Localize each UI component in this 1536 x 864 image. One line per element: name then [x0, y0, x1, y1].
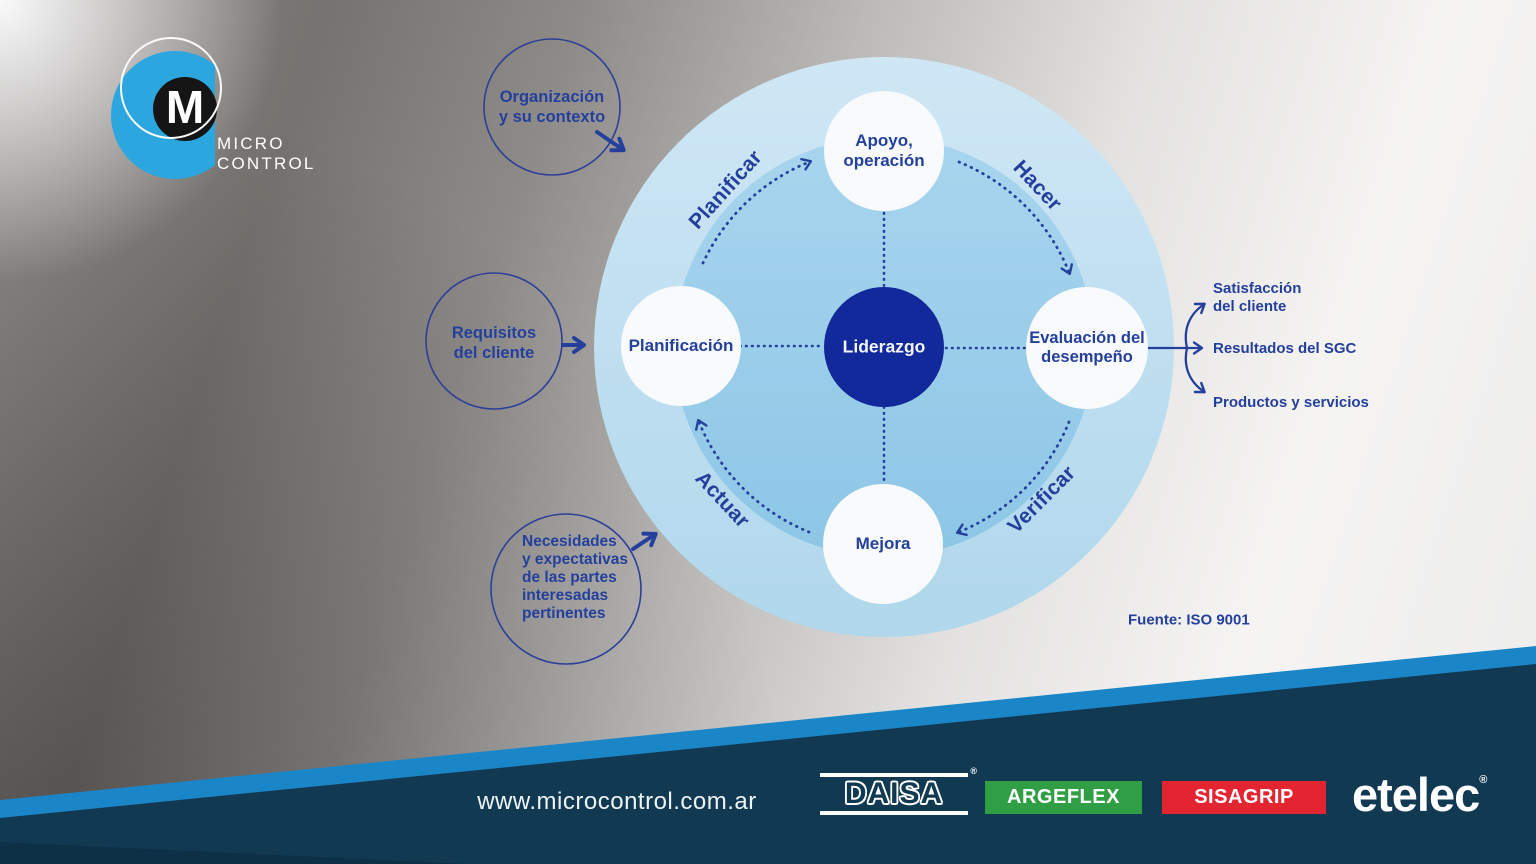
hub-label-liderazgo: Liderazgo	[842, 336, 926, 357]
source-note: Fuente: ISO 9001	[1128, 611, 1250, 629]
check-arc	[955, 420, 1071, 537]
logo-word-control: CONTROL	[217, 154, 316, 173]
sisagrip-logo: SISAGRIP	[1162, 781, 1326, 814]
node-label-apoyo: Apoyo, operación	[843, 131, 925, 170]
input-bubble-1-circle	[483, 38, 621, 176]
etelec-logo: etelec®	[1352, 767, 1487, 822]
etelec-wordmark: etelec	[1352, 768, 1480, 821]
act-arc	[694, 418, 811, 534]
output-bottom-arrow	[1184, 347, 1206, 394]
plan-arc	[701, 157, 813, 265]
do-arc	[957, 160, 1074, 276]
daisa-registered-mark: ®	[970, 766, 977, 776]
daisa-wordmark: DAISA	[844, 777, 944, 810]
node-evaluacion-circle	[1026, 287, 1148, 409]
footer-navy-band	[0, 663, 1536, 864]
hub-dotted-lines	[738, 211, 1028, 484]
logo-white-ring	[120, 37, 222, 139]
node-label-mejora: Mejora	[855, 534, 911, 553]
input-label-organizacion: Organización y su contexto	[498, 88, 606, 126]
output-label-satisfaccion: Satisfacción del cliente	[1213, 280, 1302, 315]
node-label-evaluacion: Evaluación del desempeño	[1029, 329, 1145, 366]
input-label-necesidades: Necesidades y expectativas de las partes…	[522, 533, 628, 622]
output-label-productos: Productos y servicios	[1213, 394, 1369, 411]
sisagrip-wordmark: SISAGRIP	[1194, 786, 1294, 808]
node-apoyo-circle	[824, 91, 944, 211]
logo-m-letter: M	[165, 80, 205, 133]
logo-word-micro: MICRO	[217, 134, 285, 153]
output-label-resultados: Resultados del SGC	[1213, 340, 1357, 357]
footer-dark-corner	[0, 842, 470, 864]
node-label-planificacion: Planificación	[628, 336, 734, 355]
node-planificacion-circle	[621, 286, 741, 406]
hub-circle	[824, 287, 944, 407]
input-bubble-3-circle	[490, 513, 642, 665]
input-arrow-1	[595, 130, 626, 153]
microcontrol-logo-mark	[111, 37, 222, 179]
daisa-logo: ® DAISA	[820, 766, 977, 815]
footer-blue-stripe	[0, 646, 1536, 818]
node-mejora-circle	[823, 484, 943, 604]
etelec-registered-mark: ®	[1479, 774, 1488, 786]
daisa-frame: DAISA	[820, 773, 968, 815]
input-arrow-3	[631, 531, 658, 551]
argeflex-wordmark: ARGEFLEX	[1007, 786, 1120, 808]
logo-black-circle	[153, 77, 217, 141]
input-bubble-2-circle	[425, 272, 563, 410]
input-label-requisitos: Requisitos del cliente	[451, 324, 537, 362]
output-top-arrow	[1184, 302, 1206, 349]
argeflex-logo: ARGEFLEX	[985, 781, 1142, 814]
website-url: www.microcontrol.com.ar	[477, 788, 757, 815]
